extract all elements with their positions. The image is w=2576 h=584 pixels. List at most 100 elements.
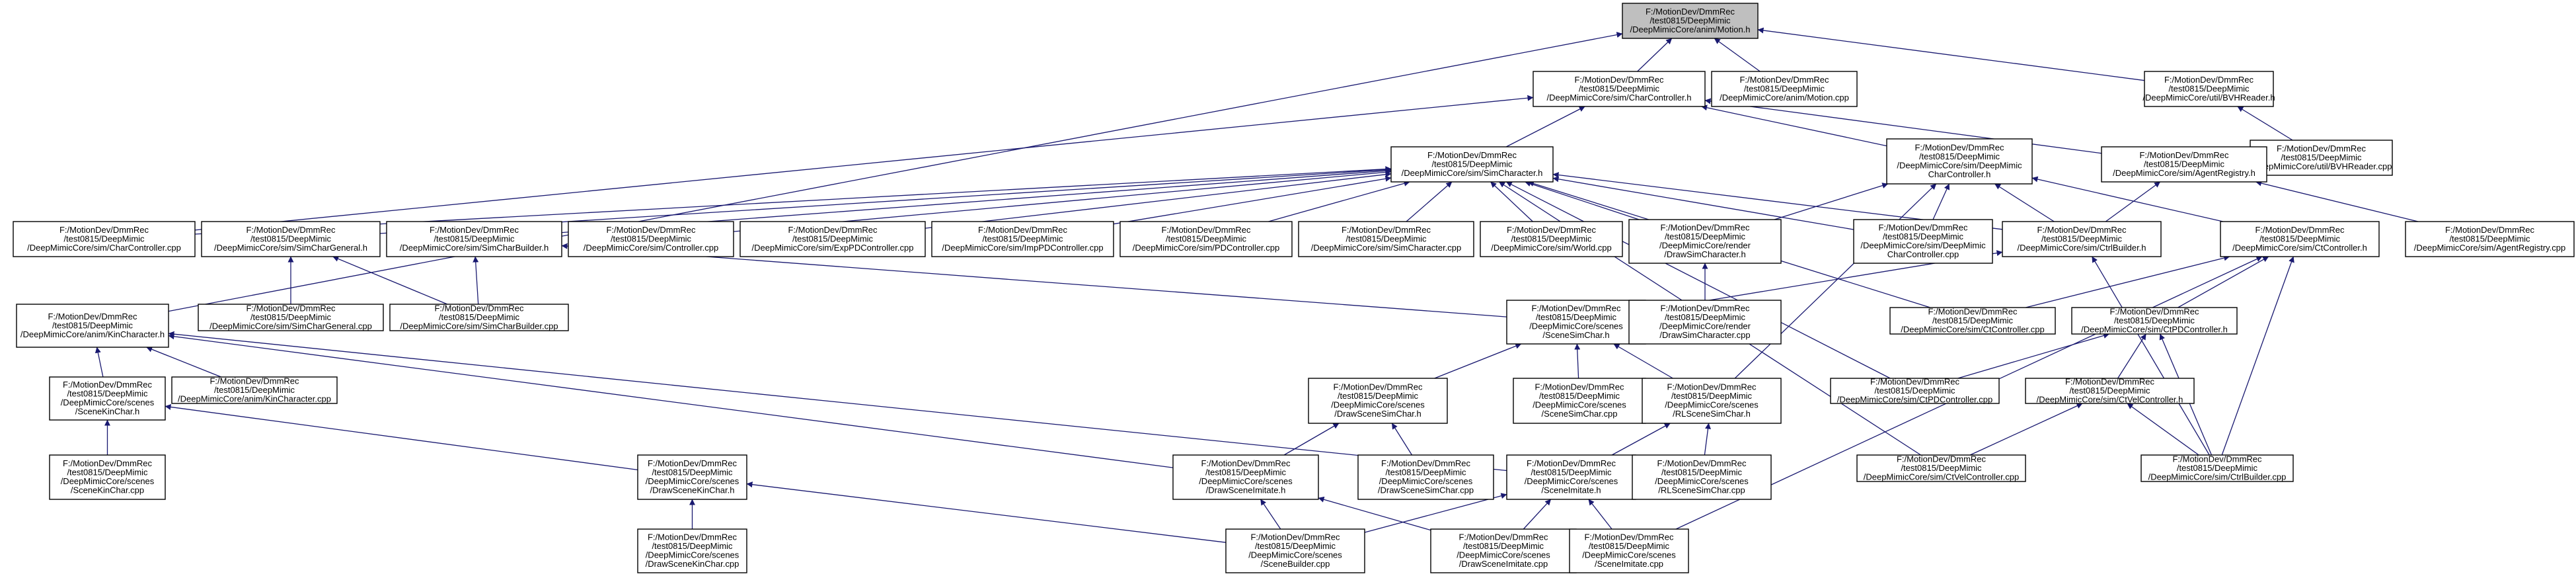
node-label-line: F:/MotionDev/DmmRec — [1333, 382, 1423, 392]
node-label-line: /test0815/DeepMimic — [2114, 315, 2195, 325]
edge-world-cpp-to-simcharacter-h — [1490, 181, 1533, 222]
node-drawsceneimitate-h[interactable]: F:/MotionDev/DmmRec/test0815/DeepMimic/D… — [1172, 454, 1319, 500]
node-simchargeneral-cpp[interactable]: F:/MotionDev/DmmRec/test0815/DeepMimic/D… — [198, 303, 384, 331]
node-motion-h[interactable]: F:/MotionDev/DmmRec/test0815/DeepMimic/D… — [1622, 3, 1759, 39]
node-label-line: F:/MotionDev/DmmRec — [1928, 306, 2018, 316]
node-box — [931, 221, 1114, 257]
node-ctpdcontroller-h[interactable]: F:/MotionDev/DmmRec/test0815/DeepMimic/D… — [2071, 306, 2238, 335]
node-box — [2071, 307, 2238, 335]
node-drawsceneimitate-cpp[interactable]: F:/MotionDev/DmmRec/test0815/DeepMimic/D… — [1430, 528, 1577, 573]
node-charcontroller-h[interactable]: F:/MotionDev/DmmRec/test0815/DeepMimic/D… — [1533, 71, 1706, 107]
node-scenebuilder-cpp[interactable]: F:/MotionDev/DmmRec/test0815/DeepMimic/D… — [1225, 528, 1365, 573]
node-bvhreader-cpp[interactable]: F:/MotionDev/DmmRec/test0815/DeepMimic/D… — [2250, 140, 2393, 176]
node-label-line: /DeepMimicCore/sim/CtrlBuilder.cpp — [2148, 472, 2287, 481]
node-label-line: F:/MotionDev/DmmRec — [1534, 382, 1624, 392]
node-label-line: /DeepMimicCore/sim/CtController.h — [2232, 243, 2367, 253]
node-scenesimchar-h[interactable]: F:/MotionDev/DmmRec/test0815/DeepMimic/D… — [1506, 300, 1646, 345]
node-label-line: F:/MotionDev/DmmRec — [1878, 223, 1968, 233]
node-box — [386, 221, 562, 257]
edge-charcontroller-cpp-to-charcontroller-h — [194, 95, 1534, 231]
node-label-line: /test0815/DeepMimic — [1345, 233, 1427, 243]
node-drawsimcharacter-cpp[interactable]: F:/MotionDev/DmmRec/test0815/DeepMimic/D… — [1628, 300, 1782, 345]
node-motion-cpp[interactable]: F:/MotionDev/DmmRec/test0815/DeepMimic/D… — [1711, 71, 1858, 107]
node-ctpdcontroller-cpp[interactable]: F:/MotionDev/DmmRec/test0815/DeepMimic/D… — [1830, 376, 2000, 404]
node-label-line: /SceneSimChar.cpp — [1542, 409, 1618, 419]
node-label-line: /test0815/DeepMimic — [652, 468, 733, 478]
node-label-line: /DeepMimicCore/sim/CharController.h — [1547, 93, 1692, 103]
node-scenesimchar-cpp[interactable]: F:/MotionDev/DmmRec/test0815/DeepMimic/D… — [1513, 378, 1646, 424]
node-pdcontroller-cpp[interactable]: F:/MotionDev/DmmRec/test0815/DeepMimic/D… — [1119, 221, 1293, 257]
node-rlscenesimchar-cpp[interactable]: F:/MotionDev/DmmRec/test0815/DeepMimic/D… — [1632, 454, 1772, 500]
node-box — [2101, 146, 2267, 183]
node-label-line: /test0815/DeepMimic — [1665, 231, 1746, 241]
node-simcharacter-h[interactable]: F:/MotionDev/DmmRec/test0815/DeepMimic/D… — [1390, 146, 1554, 183]
node-box — [1569, 528, 1689, 573]
node-scenekinchar-cpp[interactable]: F:/MotionDev/DmmRec/test0815/DeepMimic/D… — [49, 454, 166, 500]
node-simcharbuilder-cpp[interactable]: F:/MotionDev/DmmRec/test0815/DeepMimic/D… — [389, 303, 569, 331]
node-label-line: F:/MotionDev/DmmRec — [1914, 143, 2004, 153]
node-ctrlbuilder-h[interactable]: F:/MotionDev/DmmRec/test0815/DeepMimic/D… — [2002, 221, 2162, 257]
node-agentregistry-h[interactable]: F:/MotionDev/DmmRec/test0815/DeepMimic/D… — [2101, 146, 2267, 183]
node-deepmimicchar-h[interactable]: F:/MotionDev/DmmRec/test0815/DeepMimic/D… — [1886, 138, 2033, 185]
node-sceneimitate-h[interactable]: F:/MotionDev/DmmRec/test0815/DeepMimic/D… — [1506, 454, 1636, 500]
node-ctcontroller-h[interactable]: F:/MotionDev/DmmRec/test0815/DeepMimic/D… — [2220, 221, 2380, 257]
node-rlscenesimchar-h[interactable]: F:/MotionDev/DmmRec/test0815/DeepMimic/D… — [1642, 378, 1782, 424]
node-label-line: /DeepMimicCore/anim/KinCharacter.h — [20, 329, 165, 339]
edge-scenesimchar-h-to-simcharbuilder-h — [561, 243, 1507, 317]
node-drawscenesimchar-cpp[interactable]: F:/MotionDev/DmmRec/test0815/DeepMimic/D… — [1357, 454, 1494, 500]
node-simcharbuilder-h[interactable]: F:/MotionDev/DmmRec/test0815/DeepMimic/D… — [386, 221, 562, 257]
edge-drawsceneimitate-h-to-drawscenesimchar-h — [1283, 423, 1340, 456]
node-box — [2405, 221, 2575, 257]
node-label-line: /DeepMimicCore/sim/CharController.cpp — [27, 243, 181, 253]
node-label-line: /DeepMimicCore/sim/SimCharGeneral.cpp — [209, 321, 372, 331]
node-simcharacter-cpp[interactable]: F:/MotionDev/DmmRec/test0815/DeepMimic/D… — [1298, 221, 1474, 257]
node-label-line: /DeepMimicCore/scenes — [646, 476, 739, 486]
node-box — [1513, 378, 1646, 424]
node-label-line: /DeepMimicCore/sim/AgentRegistry.cpp — [2414, 243, 2566, 253]
node-label-line: /test0815/DeepMimic — [1255, 541, 1336, 551]
node-sceneimitate-cpp[interactable]: F:/MotionDev/DmmRec/test0815/DeepMimic/D… — [1569, 528, 1689, 573]
node-charcontroller-cpp[interactable]: F:/MotionDev/DmmRec/test0815/DeepMimic/D… — [13, 221, 196, 257]
edge-scenebuilder-cpp-to-drawscenekinchar-h — [746, 481, 1227, 543]
edge-agentregistry-h-to-charcontroller-h — [1704, 98, 2102, 154]
node-box — [1172, 454, 1319, 500]
edge-simcharacter-cpp-to-simcharacter-h — [1406, 181, 1453, 222]
node-controller-cpp[interactable]: F:/MotionDev/DmmRec/test0815/DeepMimic/D… — [568, 221, 734, 257]
node-ctvelcontroller-h[interactable]: F:/MotionDev/DmmRec/test0815/DeepMimic/D… — [2025, 376, 2195, 404]
node-ctrlbuilder-cpp[interactable]: F:/MotionDev/DmmRec/test0815/DeepMimic/D… — [2140, 454, 2294, 482]
node-label-line: F:/MotionDev/DmmRec — [1660, 223, 1750, 233]
node-label-line: /DeepMimicCore/util/BVHReader.h — [2142, 93, 2275, 103]
node-exppdcontroller-cpp[interactable]: F:/MotionDev/DmmRec/test0815/DeepMimic/D… — [739, 221, 926, 257]
node-label-line: /DeepMimicCore/sim/CtVelController.cpp — [1864, 472, 2020, 481]
node-drawscenesimchar-h[interactable]: F:/MotionDev/DmmRec/test0815/DeepMimic/D… — [1308, 378, 1448, 424]
node-label-line: F:/MotionDev/DmmRec — [1739, 75, 1829, 85]
node-label-line: /DeepMimicCore/sim/DeepMimic — [1860, 241, 1986, 251]
node-scenekinchar-h[interactable]: F:/MotionDev/DmmRec/test0815/DeepMimic/D… — [49, 376, 166, 421]
node-label-line: F:/MotionDev/DmmRec — [430, 225, 519, 235]
node-label-line: /DeepMimicCore/sim/ExpPDController.cpp — [752, 243, 914, 253]
node-box — [49, 454, 166, 500]
node-box — [1225, 528, 1365, 573]
node-agentregistry-cpp[interactable]: F:/MotionDev/DmmRec/test0815/DeepMimic/D… — [2405, 221, 2575, 257]
node-simchargeneral-h[interactable]: F:/MotionDev/DmmRec/test0815/DeepMimic/D… — [201, 221, 381, 257]
node-world-cpp[interactable]: F:/MotionDev/DmmRec/test0815/DeepMimic/D… — [1480, 221, 1623, 257]
node-kincharacter-h[interactable]: F:/MotionDev/DmmRec/test0815/DeepMimic/D… — [16, 304, 169, 348]
node-bvhreader-h[interactable]: F:/MotionDev/DmmRec/test0815/DeepMimic/D… — [2142, 71, 2275, 107]
node-label-line: F:/MotionDev/DmmRec — [2139, 150, 2229, 160]
node-ctcontroller-cpp[interactable]: F:/MotionDev/DmmRec/test0815/DeepMimic/D… — [1889, 306, 2056, 335]
node-label-line: /test0815/DeepMimic — [1166, 233, 1247, 243]
node-drawsimcharacter-h[interactable]: F:/MotionDev/DmmRec/test0815/DeepMimic/D… — [1628, 219, 1782, 264]
node-imppdcontroller-cpp[interactable]: F:/MotionDev/DmmRec/test0815/DeepMimic/D… — [931, 221, 1114, 257]
node-box — [16, 304, 169, 348]
node-deepmimicchar-cpp[interactable]: F:/MotionDev/DmmRec/test0815/DeepMimic/D… — [1853, 219, 1993, 264]
node-label-line: /RLSceneSimChar.h — [1673, 409, 1751, 419]
node-label-line: /DeepMimicCore/anim/Motion.h — [1630, 24, 1750, 34]
edge-scenebuilder-cpp-to-sceneimitate-h — [1364, 493, 1507, 533]
node-ctvelcontroller-cpp[interactable]: F:/MotionDev/DmmRec/test0815/DeepMimic/D… — [1856, 454, 2026, 482]
node-drawscenekinchar-cpp[interactable]: F:/MotionDev/DmmRec/test0815/DeepMimic/D… — [637, 528, 747, 573]
node-label-line: /SceneImitate.h — [1541, 485, 1601, 495]
node-drawscenekinchar-h[interactable]: F:/MotionDev/DmmRec/test0815/DeepMimic/D… — [637, 454, 747, 500]
edge-rlscenesimchar-h-to-deepmimicchar-h — [1734, 183, 1937, 379]
node-kincharacter-cpp[interactable]: F:/MotionDev/DmmRec/test0815/DeepMimic/D… — [171, 376, 338, 404]
